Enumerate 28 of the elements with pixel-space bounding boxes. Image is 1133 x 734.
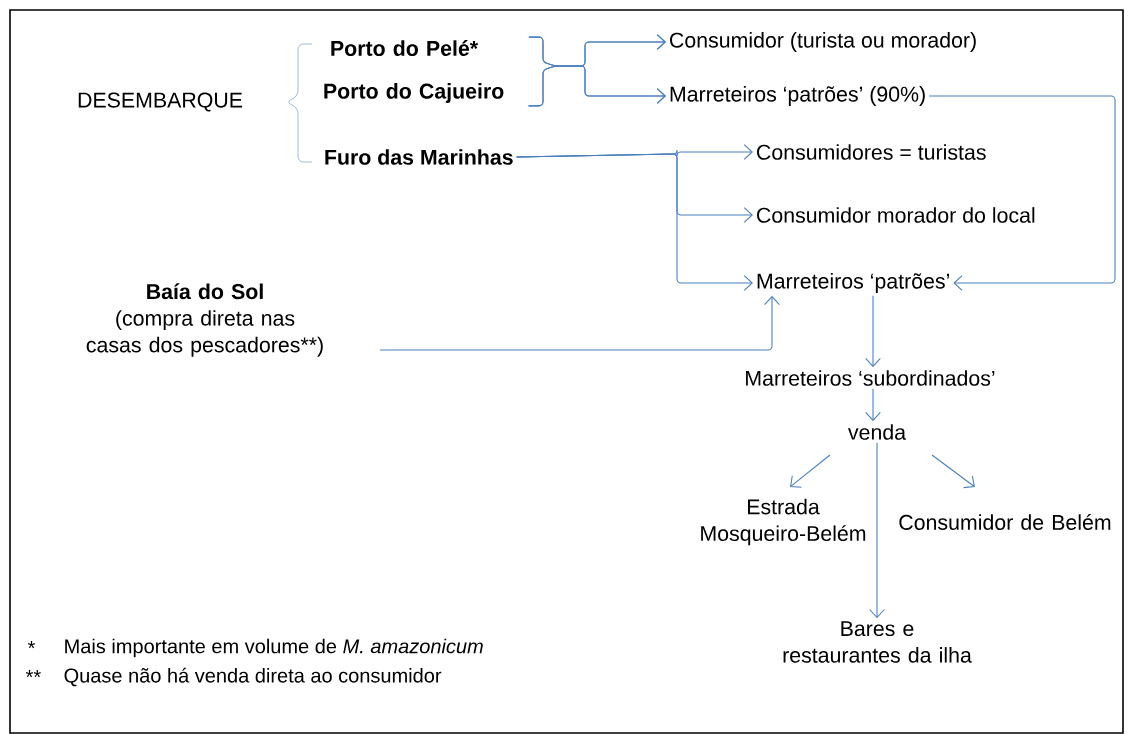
text-label: Porto do Cajueiro (324, 83, 504, 103)
text-label: Consumidor (turista ou morador) (670, 32, 976, 52)
text-label: venda (848, 424, 907, 440)
text-label: Marreteiros ‘patrões’ (90%) (670, 86, 925, 106)
arrow (865, 295, 881, 368)
text-label: DESEMBARQUE (78, 92, 243, 112)
arrow (379, 295, 780, 351)
arrow (931, 454, 975, 489)
text-label: Baía do Sol (compra direta nas casas dos pescadores**) (86, 283, 323, 357)
arrow (790, 454, 831, 488)
text-label: Consumidor de Belém (899, 514, 1111, 530)
text-label: ** (25, 670, 41, 678)
text-label: Marreteiros ‘patrões’ (757, 273, 949, 293)
arrow (869, 442, 885, 619)
text-label: Marreteiros ‘subordinados’ (746, 370, 995, 386)
arrow (865, 388, 881, 422)
text-label: Bares e restaurantes da ilha (783, 621, 972, 663)
text-label: Quase não há venda direta ao consumidor (64, 667, 442, 687)
text-label: Consumidores = turistas (757, 144, 986, 160)
arrow (528, 65, 666, 107)
arrow (516, 153, 753, 291)
text-label: Consumidor morador do local (757, 207, 1035, 223)
text-label: * (27, 641, 36, 649)
arrow (928, 95, 1116, 291)
text-label: Estrada Mosqueiro-Belém (701, 498, 866, 546)
text-label: Mais importante em volume de M. amazonicum (65, 638, 483, 658)
text-label: Furo das Marinhas (325, 149, 513, 165)
text-label: Porto do Pelé* (331, 40, 479, 56)
